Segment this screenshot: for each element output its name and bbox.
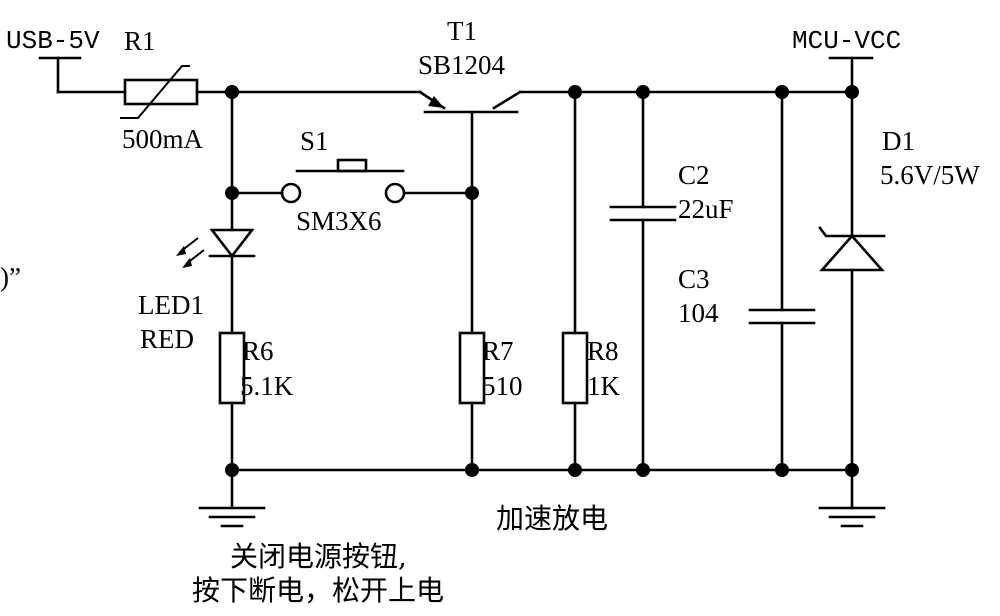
r1-ptc-fuse [120,65,234,119]
r6-value: 5.1K [240,371,294,401]
d1-zener-diode [818,90,886,472]
ground-right [818,468,886,528]
c2-capacitor [609,90,677,472]
c3-value: 104 [678,298,719,328]
cropped-text-fragment: )” [0,262,21,292]
t1-part: SB1204 [418,50,506,80]
led1-diode [176,228,256,335]
s1-part: SM3X6 [296,206,382,236]
junctions [225,85,859,477]
c2-value: 22uF [678,194,734,224]
t1-ref: T1 [447,16,477,46]
r1-ref: R1 [124,26,156,56]
t1-transistor [418,90,522,195]
left-branch [230,90,284,232]
button-note-line1: 关闭电源按钮, [230,540,407,573]
r7-ref: R7 [482,336,514,366]
r6-ref: R6 [242,336,274,366]
led1-color: RED [140,324,194,354]
d1-value: 5.6V/5W [880,160,980,190]
r7-value: 510 [482,371,523,401]
c3-ref: C3 [678,264,710,294]
r8-ref: R8 [587,336,619,366]
r7-resistor [458,191,486,472]
c2-ref: C2 [678,160,710,190]
led1-ref: LED1 [138,290,204,320]
r6-resistor [218,331,246,472]
r8-value: 1K [587,371,621,401]
net-label-usb-5v: USB-5V [6,26,100,56]
ground-left [198,468,266,528]
s1-push-switch [280,158,474,204]
r1-value: 500mA [122,124,204,154]
s1-ref: S1 [300,126,329,156]
usb-5v-terminal [38,56,127,94]
button-note-line2: 按下断电，松开上电 [192,574,444,607]
r8-resistor [561,90,589,472]
d1-ref: D1 [882,126,915,156]
net-label-mcu-vcc: MCU-VCC [792,26,901,56]
c3-capacitor [748,90,816,472]
discharge-note: 加速放电 [496,502,608,535]
